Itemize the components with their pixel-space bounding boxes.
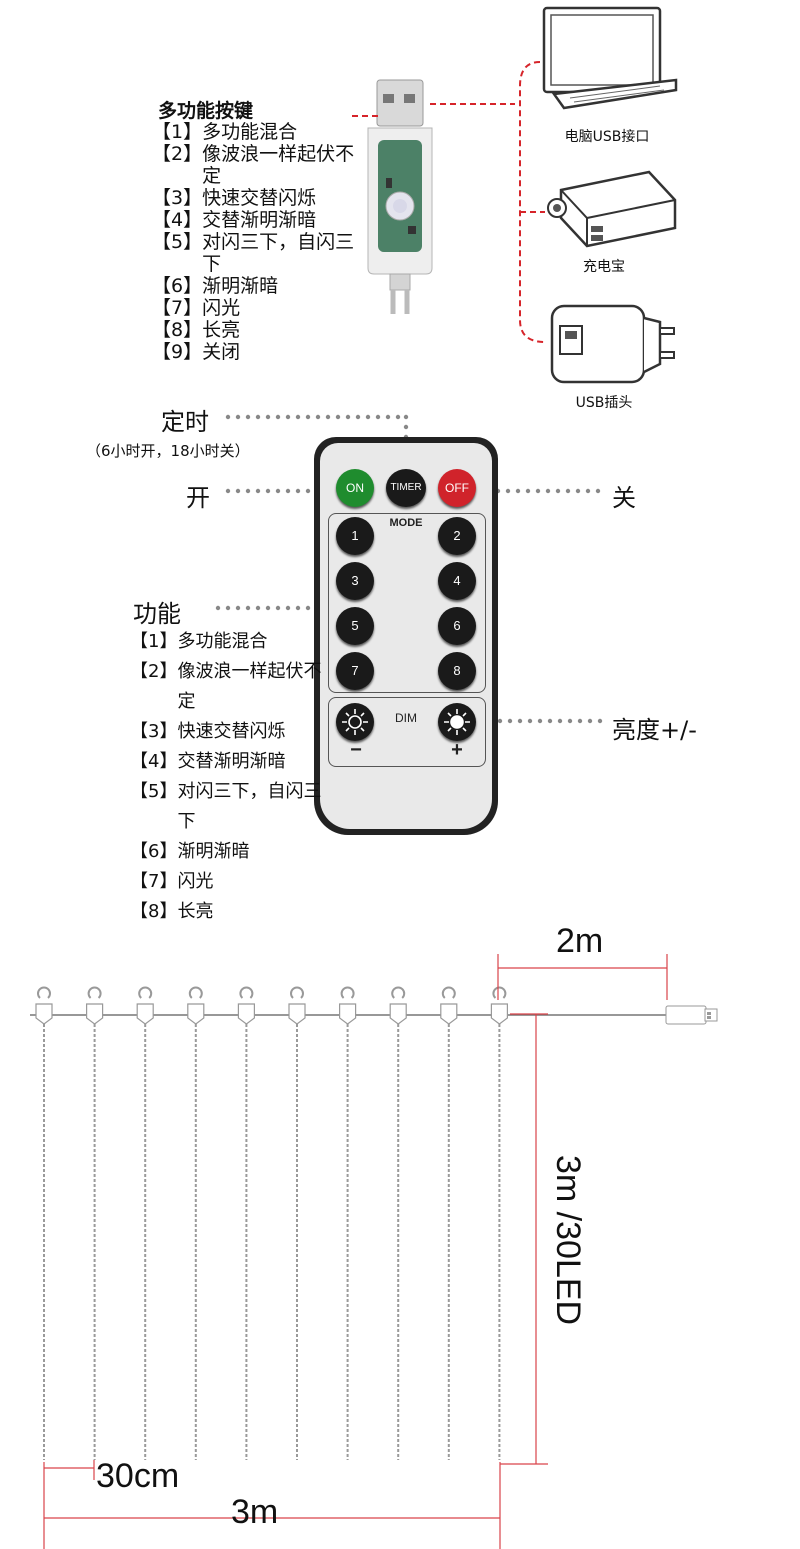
list-item: 【8】长亮	[130, 901, 214, 922]
brightness-label: 亮度+/-	[612, 716, 697, 744]
list-item: 【2】像波浪一样起伏不定	[152, 143, 355, 187]
timer-label: 定时	[161, 408, 209, 436]
usb-functions-list: 【1】多功能混合 【2】像波浪一样起伏不定 【3】快速交替闪烁 【4】交替渐明渐…	[152, 121, 362, 363]
light-strand	[339, 986, 357, 1460]
list-item: 【2】像波浪一样起伏不定	[130, 661, 322, 712]
on-button[interactable]: ON	[336, 469, 374, 507]
light-strands	[35, 986, 508, 1460]
mode-button-4[interactable]: 4	[438, 562, 476, 600]
remote-functions-title: 功能	[133, 600, 181, 628]
dim-plus-button[interactable]	[438, 703, 476, 741]
light-strand	[35, 986, 53, 1460]
off-label: 关	[612, 484, 636, 512]
usb-controller-icon	[367, 79, 433, 314]
list-item: 【7】闪光	[130, 871, 214, 892]
remote-body: ON TIMER OFF MODE 1 2 3 4 5 6 7 8 DIM − …	[314, 437, 498, 835]
list-item: 【5】对闪三下，自闪三下	[152, 231, 355, 275]
remote-functions-list: 【1】多功能混合 【2】像波浪一样起伏不定 【3】快速交替闪烁 【4】交替渐明渐…	[130, 627, 330, 927]
laptop-icon	[542, 6, 678, 110]
list-item: 【1】多功能混合	[152, 121, 298, 143]
timer-note: （6小时开，18小时关）	[86, 442, 250, 460]
brightness-leader	[487, 718, 603, 724]
mode-button-8[interactable]: 8	[438, 652, 476, 690]
usb-connector-icon	[665, 1005, 718, 1025]
light-strand	[389, 986, 407, 1460]
light-strand	[136, 986, 154, 1460]
list-item: 【4】交替渐明渐暗	[152, 209, 317, 231]
strand-length: 3m /30LED	[549, 1155, 587, 1326]
sun-icon	[342, 709, 368, 735]
total-width: 3m	[231, 1493, 279, 1531]
list-item: 【3】快速交替闪烁	[130, 721, 286, 742]
list-item: 【9】关闭	[152, 341, 241, 363]
light-strand	[86, 986, 104, 1460]
list-item: 【8】长亮	[152, 319, 241, 341]
list-item: 【3】快速交替闪烁	[152, 187, 317, 209]
power-bank-caption: 充电宝	[583, 259, 625, 275]
list-item: 【7】闪光	[152, 297, 241, 319]
sun-icon	[444, 709, 470, 735]
dim-panel	[328, 697, 486, 767]
plus-label: +	[451, 739, 463, 761]
mode-button-3[interactable]: 3	[336, 562, 374, 600]
light-strand	[237, 986, 255, 1460]
list-item: 【4】交替渐明渐暗	[130, 751, 286, 772]
mode-button-7[interactable]: 7	[336, 652, 374, 690]
off-button[interactable]: OFF	[438, 469, 476, 507]
list-item: 【1】多功能混合	[130, 631, 268, 652]
light-strand	[490, 986, 508, 1460]
laptop-caption: 电脑USB接口	[564, 129, 650, 145]
mode-button-6[interactable]: 6	[438, 607, 476, 645]
power-connector-lines	[352, 61, 546, 343]
strand-spacing: 30cm	[96, 1457, 180, 1495]
mode-label: MODE	[389, 517, 423, 529]
usb-plug-icon	[550, 304, 675, 384]
list-item: 【6】渐明渐暗	[152, 275, 279, 297]
list-item: 【6】渐明渐暗	[130, 841, 250, 862]
list-item: 【5】对闪三下，自闪三下	[130, 781, 322, 832]
dim-minus-button[interactable]	[336, 703, 374, 741]
timer-button[interactable]: TIMER	[386, 469, 426, 507]
on-label: 开	[186, 484, 210, 512]
usb-functions-title: 多功能按键	[158, 100, 254, 122]
mode-button-5[interactable]: 5	[336, 607, 374, 645]
power-bank-icon	[547, 170, 677, 248]
curtain-light-diagram	[30, 954, 718, 1549]
off-leader	[485, 488, 601, 494]
mode-button-2[interactable]: 2	[438, 517, 476, 555]
usb-plug-caption: USB插头	[575, 395, 633, 411]
minus-label: −	[350, 739, 362, 761]
lead-cable-length: 2m	[556, 922, 604, 960]
light-strand	[440, 986, 458, 1460]
mode-button-1[interactable]: 1	[336, 517, 374, 555]
mode-panel	[328, 513, 486, 693]
dim-label: DIM	[395, 711, 417, 725]
light-strand	[187, 986, 205, 1460]
light-strand	[288, 986, 306, 1460]
